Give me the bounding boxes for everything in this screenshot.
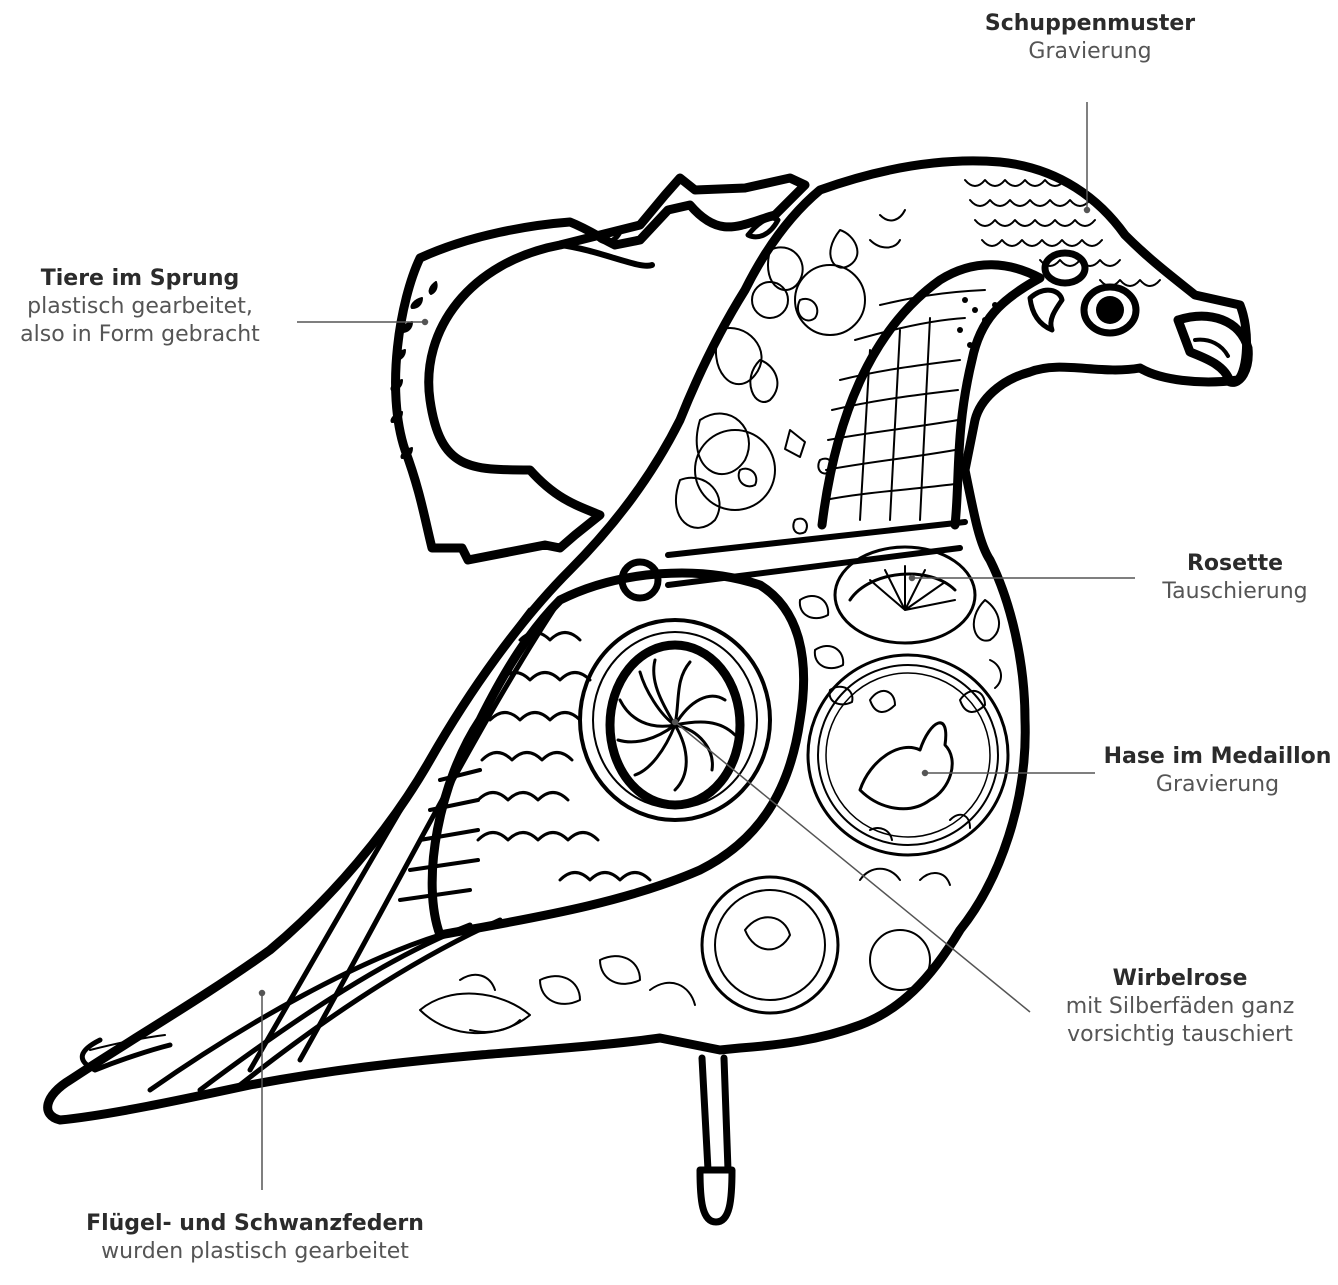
label-line: also in Form gebracht: [5, 321, 275, 349]
label-fluegel-schwanzfedern: Flügel- und Schwanzfedern wurden plastis…: [60, 1210, 450, 1266]
label-subtitle: Tauschierung: [1140, 578, 1330, 606]
label-title: Schuppenmuster: [960, 10, 1220, 38]
label-hase-im-medaillon: Hase im Medaillon Gravierung: [1100, 743, 1335, 799]
label-title: Rosette: [1140, 550, 1330, 578]
leader-wirbelrose: [675, 722, 1030, 1012]
hare-medallion: [808, 655, 1008, 855]
label-title: Tiere im Sprung: [5, 265, 275, 293]
label-line: Tauschierung: [1140, 578, 1330, 606]
label-line: mit Silberfäden ganz: [1045, 993, 1315, 1021]
label-subtitle: Gravierung: [1100, 771, 1335, 799]
side-ornaments: [800, 596, 1001, 885]
label-subtitle: wurden plastisch gearbeitet: [60, 1238, 450, 1266]
label-wirbelrose: Wirbelrose mit Silberfäden ganz vorsicht…: [1045, 965, 1315, 1049]
label-title: Hase im Medaillon: [1100, 743, 1335, 771]
neck-scale-region: [822, 265, 1040, 525]
leg: [700, 1058, 732, 1222]
label-line: Gravierung: [1100, 771, 1335, 799]
floral-engraving-upper: [676, 210, 905, 534]
label-tiere-im-sprung: Tiere im Sprung plastisch gearbeitet, al…: [5, 265, 275, 349]
label-title: Wirbelrose: [1045, 965, 1315, 993]
label-schuppenmuster: Schuppenmuster Gravierung: [960, 10, 1220, 66]
rosette-ornament: [835, 547, 975, 643]
lower-body-engraving: [420, 877, 930, 1033]
label-subtitle: Gravierung: [960, 38, 1220, 66]
label-line: wurden plastisch gearbeitet: [60, 1238, 450, 1266]
label-subtitle: mit Silberfäden ganz vorsichtig tauschie…: [1045, 993, 1315, 1049]
label-line: plastisch gearbeitet,: [5, 293, 275, 321]
label-title: Flügel- und Schwanzfedern: [60, 1210, 450, 1238]
label-line: vorsichtig tauschiert: [1045, 1021, 1315, 1049]
wing: [400, 562, 804, 935]
head-scale-pattern: [965, 180, 1160, 286]
label-line: Gravierung: [960, 38, 1220, 66]
label-rosette: Rosette Tauschierung: [1140, 550, 1330, 606]
label-subtitle: plastisch gearbeitet, also in Form gebra…: [5, 293, 275, 349]
handle-leaping-animals: [391, 178, 805, 560]
